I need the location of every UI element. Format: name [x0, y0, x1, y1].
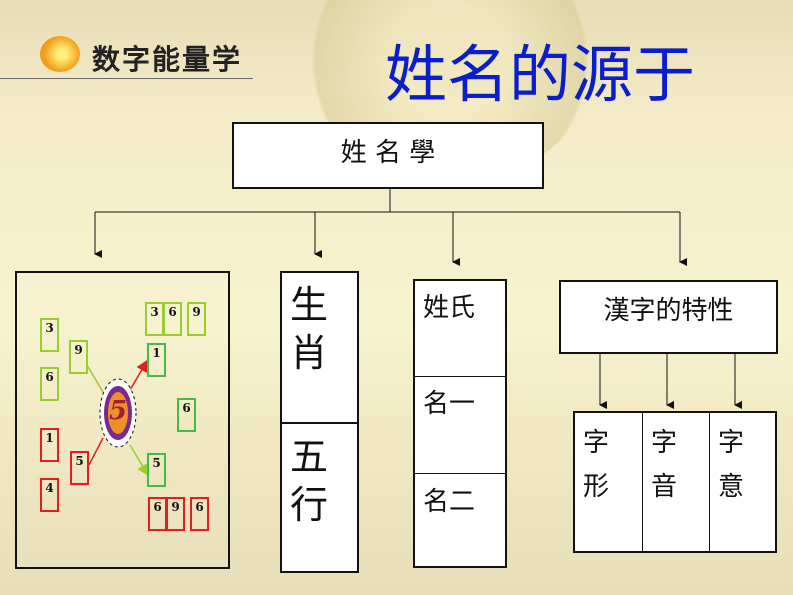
root-box: 姓 名 學 [232, 122, 544, 189]
root-label: 姓 名 學 [340, 138, 436, 168]
number-box: 4 [40, 478, 59, 512]
form-label: 字 形 [583, 428, 610, 502]
number-box: 6 [148, 497, 167, 531]
number-box: 5 [147, 453, 166, 487]
hanzi-features-box: 字 形 字 音 字 意 [573, 411, 777, 553]
divider [415, 473, 505, 474]
given-name-2-label: 名二 [423, 487, 476, 517]
logo-text: 数字能量学 [92, 43, 243, 76]
meaning-label: 字 意 [718, 428, 745, 502]
number-box: 1 [40, 428, 59, 462]
number-diagram-box [15, 271, 230, 569]
divider [709, 413, 710, 551]
number-box: 1 [147, 343, 166, 377]
center-number: 5 [108, 396, 128, 426]
number-box: 9 [166, 497, 185, 531]
number-box: 3 [40, 318, 59, 352]
number-box: 9 [187, 302, 206, 336]
hanzi-label: 漢字的特性 [603, 296, 734, 326]
logo-icon [40, 36, 80, 72]
logo-underline [0, 78, 253, 79]
hanzi-box: 漢字的特性 [559, 280, 778, 354]
number-box: 3 [145, 302, 164, 336]
number-box: 9 [69, 340, 88, 374]
sound-label: 字 音 [651, 428, 678, 502]
number-box: 5 [70, 451, 89, 485]
number-box: 6 [40, 367, 59, 401]
divider [415, 376, 505, 377]
surname-label: 姓氏 [423, 293, 476, 323]
five-elements-label: 五 行 [290, 435, 329, 527]
number-box: 6 [163, 302, 182, 336]
zodiac-box: 生 肖 五 行 [280, 271, 359, 573]
zodiac-label: 生 肖 [290, 283, 329, 375]
given-name-1-label: 名一 [423, 389, 476, 419]
number-box: 6 [177, 398, 196, 432]
number-box: 6 [190, 497, 209, 531]
name-parts-box: 姓氏 名一 名二 [413, 279, 507, 568]
divider [282, 422, 357, 424]
divider [642, 413, 643, 551]
page-title: 姓名的源于 [385, 38, 696, 111]
